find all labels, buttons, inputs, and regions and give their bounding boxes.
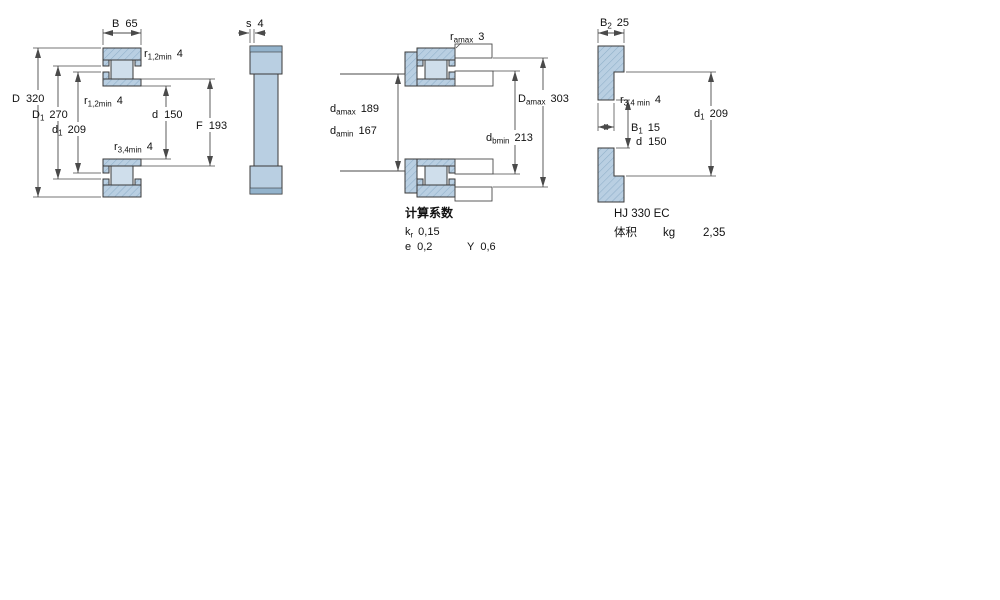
extension-lines [249, 29, 255, 43]
calculation-factors-heading: 计算系数 [405, 205, 454, 220]
abutment-spacer-bottom [454, 158, 494, 175]
inner-ring-bottom [416, 158, 456, 167]
abutment-spacer-top [454, 70, 494, 87]
outer-ring-bottom [416, 184, 456, 198]
outer-ring-flange-left-top [416, 59, 424, 67]
dimension-lines [395, 58, 546, 187]
roller-top [110, 59, 134, 80]
shaft-abutment-outline [340, 73, 406, 172]
outer-ring-flange-right-bottom [134, 178, 142, 186]
hj-angle-ring-bottom [404, 158, 418, 194]
outer-ring-flange-left-top [102, 59, 110, 67]
mass-unit: kg [663, 227, 675, 239]
dimension-lines [35, 30, 213, 197]
outer-ring-flange-right-top [134, 59, 142, 67]
roller-bottom [424, 165, 448, 186]
inner-ring-flange-bottom [102, 165, 110, 174]
outer-ring-flange-left-bottom [416, 178, 424, 186]
outer-ring-top [102, 47, 142, 61]
outer-ring-flange-right-bottom [448, 178, 456, 186]
angle-ring-bottom-section [597, 147, 625, 203]
side-view-top-chamfer [249, 45, 283, 53]
outer-ring-flange-right-top [448, 59, 456, 67]
roller-bottom [110, 165, 134, 186]
inner-ring-flange-bottom [448, 165, 456, 174]
side-view-body [253, 73, 279, 167]
dimension-lines [598, 30, 714, 176]
hj-angle-ring-top [404, 51, 418, 87]
outer-ring-flange-left-bottom [102, 178, 110, 186]
angle-ring-top-section [597, 45, 625, 101]
extension-lines [455, 42, 548, 188]
outer-ring-bottom [102, 184, 142, 198]
housing-shoulder-bottom [454, 186, 493, 202]
inner-ring-flange-top [102, 71, 110, 80]
inner-ring-bottom [102, 158, 142, 167]
housing-shoulder-top [454, 43, 493, 59]
mass-value: 2,35 [703, 227, 725, 239]
extension-lines [597, 29, 716, 177]
ring-designation: HJ 330 EC [614, 208, 670, 220]
inner-ring-top [102, 78, 142, 87]
outer-ring-top [416, 47, 456, 61]
mass-label: 体积 [614, 225, 637, 239]
ring-info-block: HJ 330 EC 体积 kg 2,35 [614, 208, 725, 239]
inner-ring-flange-top [448, 71, 456, 80]
side-view-bottom-chamfer [249, 187, 283, 195]
bearing-parts [102, 47, 142, 198]
roller-top [424, 59, 448, 80]
extension-lines [33, 29, 215, 198]
bearing-parts [404, 47, 456, 198]
inner-ring-top [416, 78, 456, 87]
